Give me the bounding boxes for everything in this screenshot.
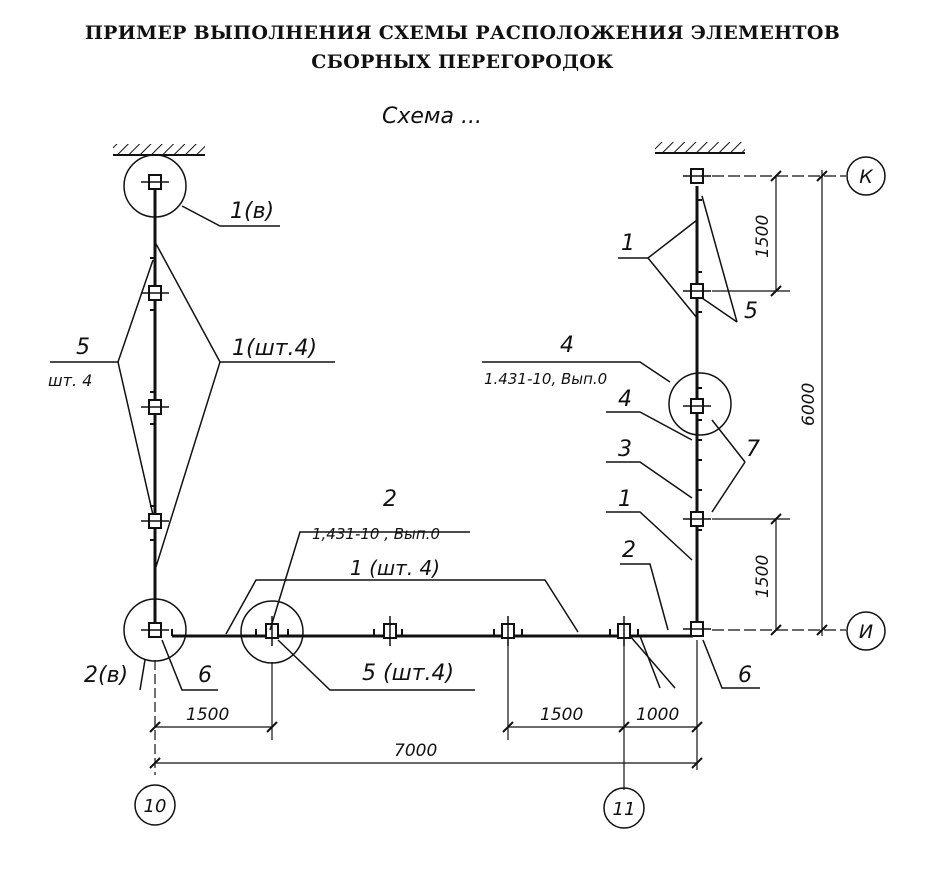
callout-5-left: 5 (76, 335, 90, 360)
axis-marker-10: 10 (134, 784, 176, 826)
callout-4-right-ref: 1.431-10, Вып.0 (484, 370, 607, 388)
callout-2-top: 2 (383, 487, 397, 512)
axis-marker-K: К (846, 156, 886, 196)
callout-1-right-lower: 1 (618, 487, 632, 512)
connector-right-1 (683, 168, 711, 184)
callout-5-sht4-bottom: 5 (шт.4) (362, 661, 454, 686)
wall-hatch-left (113, 144, 205, 156)
detail-circle-1v (123, 154, 187, 218)
connector-left-4 (141, 513, 169, 529)
axis-marker-11: 11 (603, 787, 645, 829)
title-line-2: СБОРНЫХ ПЕРЕГОРОДОК (311, 51, 614, 73)
callout-1-sht4-bottom: 1 (шт. 4) (350, 556, 440, 580)
dim-1500-bottom-left: 1500 (186, 705, 229, 725)
callout-1-right-top: 1 (621, 231, 635, 256)
connector-right-3 (683, 398, 711, 414)
dim-1500-bottom-right: 1500 (540, 705, 583, 725)
connector-left-5 (141, 622, 169, 638)
callout-2-right: 2 (622, 538, 636, 563)
wall-hatch-right (655, 142, 745, 154)
callout-3-right: 3 (618, 437, 632, 462)
dimension-lines-right (712, 170, 846, 636)
dim-1500-right-top: 1500 (753, 215, 773, 258)
connector-bottom-4 (617, 616, 631, 646)
right-partition (668, 168, 732, 637)
leaders-bottom (225, 531, 676, 691)
callout-2v: 2(в) (84, 663, 128, 688)
left-partition (123, 154, 187, 662)
dim-7000: 7000 (394, 741, 437, 761)
detail-circle-4 (668, 372, 732, 436)
connector-right-4 (683, 511, 711, 527)
leaders-right (482, 195, 760, 689)
callout-sht4-left: шт. 4 (48, 371, 92, 390)
connector-left-2 (141, 285, 169, 301)
connector-left-1 (141, 174, 169, 190)
leaders-left (50, 205, 335, 691)
callout-5-right: 5 (744, 299, 758, 324)
dimension-lines-bottom (149, 640, 703, 790)
bottom-partition (171, 600, 693, 664)
connector-right-2 (683, 283, 711, 299)
callout-6-right: 6 (738, 663, 752, 688)
axis-label-10: 10 (144, 796, 167, 817)
callout-2-top-ref: 1,431-10 , Вып.0 (312, 525, 440, 543)
callout-6-left: 6 (198, 663, 212, 688)
axis-marker-I: И (846, 611, 886, 651)
callout-1-sht4-left: 1(шт.4) (232, 336, 317, 361)
callout-4-right: 4 (618, 387, 632, 412)
connector-right-5 (683, 621, 711, 637)
callout-4-right-top: 4 (560, 333, 574, 358)
callout-7-right: 7 (746, 437, 760, 462)
dim-1000: 1000 (636, 705, 679, 725)
scheme-caption: Схема ... (382, 104, 482, 129)
axis-label-11: 11 (613, 799, 636, 820)
connector-left-3 (141, 399, 169, 415)
connector-bottom-2 (383, 616, 397, 646)
dim-6000: 6000 (799, 383, 819, 426)
connector-bottom-1 (265, 616, 279, 646)
callout-1v: 1(в) (230, 199, 274, 224)
axis-label-K: К (859, 166, 874, 188)
dim-1500-right-bottom: 1500 (753, 555, 773, 598)
axis-label-I: И (859, 621, 873, 643)
title-line-1: ПРИМЕР ВЫПОЛНЕНИЯ СХЕМЫ РАСПОЛОЖЕНИЯ ЭЛЕ… (84, 22, 841, 44)
